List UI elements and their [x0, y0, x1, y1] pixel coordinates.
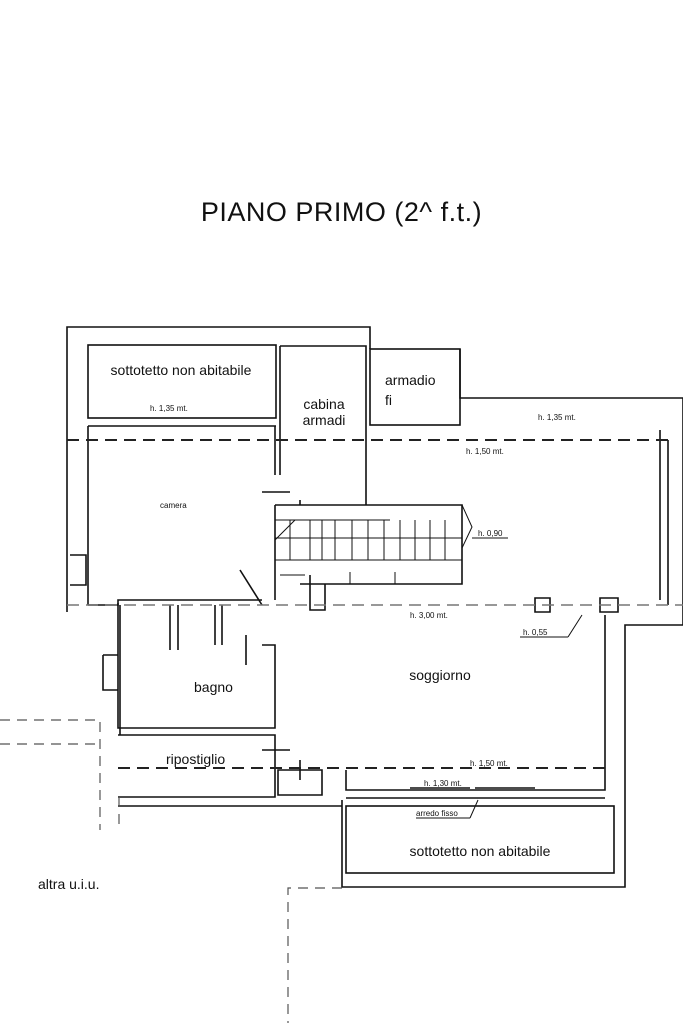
- room-label: altra u.i.u.: [38, 876, 99, 892]
- height-label: h. 1,50 mt.: [470, 759, 508, 768]
- leader-lines: [416, 614, 583, 819]
- room-label: bagno: [194, 679, 233, 695]
- height-label: h. 1,35 mt.: [538, 413, 576, 422]
- cabina-walls: [88, 345, 367, 505]
- room-label: sottotetto non abitabile: [111, 362, 252, 378]
- ripostiglio-walls: [118, 734, 342, 807]
- room-label: armadi: [303, 412, 346, 428]
- plan-title: PIANO PRIMO (2^ f.t.): [200, 197, 483, 227]
- camera-walls: [87, 426, 669, 606]
- note-label: arredo fisso: [416, 809, 458, 818]
- armadio-box: [369, 348, 461, 426]
- soggiorno-walls: [70, 554, 619, 799]
- room-label: fi: [385, 392, 392, 408]
- height-label: h. 0,55: [523, 628, 548, 637]
- height-label: h. 1,30 mt.: [424, 779, 462, 788]
- sottotetto-top-box: [87, 344, 277, 419]
- room-label: sottotetto non abitabile: [410, 843, 551, 859]
- height-label: h. 3,00 mt.: [410, 611, 448, 620]
- height-label: h. 1,50 mt.: [466, 447, 504, 456]
- height-label: h. 0,90: [478, 529, 503, 538]
- room-label: armadio: [385, 372, 436, 388]
- room-label: camera: [160, 501, 187, 510]
- sottotetto-bottom-box: [345, 805, 615, 874]
- staircase: [274, 500, 508, 611]
- room-label: soggiorno: [409, 667, 471, 683]
- height-label: h. 1,35 mt.: [150, 404, 188, 413]
- bagno-walls: [117, 603, 290, 751]
- room-label: cabina: [303, 396, 344, 412]
- room-label: ripostiglio: [166, 751, 225, 767]
